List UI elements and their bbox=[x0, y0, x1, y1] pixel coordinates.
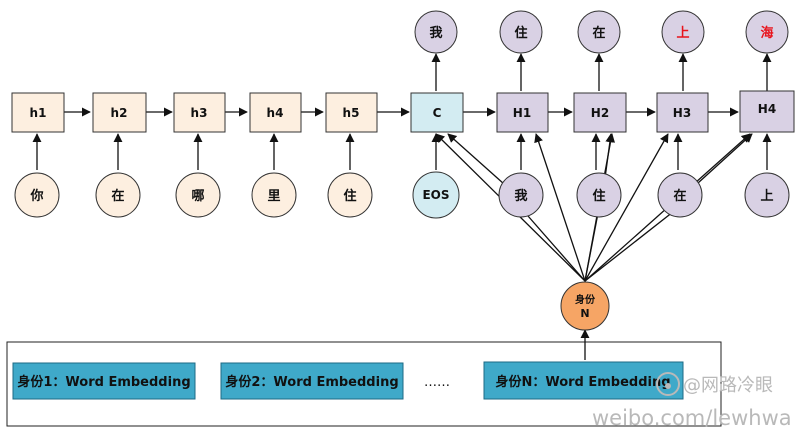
decoder-output-node bbox=[745, 10, 789, 54]
decoder-input-node bbox=[498, 172, 544, 218]
decoder-input-node bbox=[576, 172, 622, 218]
embedding-box bbox=[220, 362, 404, 400]
decoder-output-label: 海 bbox=[760, 25, 773, 41]
decoder-states: H1 H2 H3 H4 bbox=[496, 90, 795, 133]
edge bbox=[584, 133, 669, 282]
edge bbox=[697, 133, 753, 184]
encoder-state-box bbox=[92, 92, 147, 133]
encoder-input-label: 里 bbox=[267, 189, 280, 204]
encoder-state-box bbox=[249, 92, 302, 133]
eos-label: EOS bbox=[422, 188, 449, 202]
weibo-logo-dot bbox=[665, 383, 671, 389]
encoder-states: h1 h2 h3 h4 h5 bbox=[11, 92, 378, 133]
watermark-url: weibo.com/lewhwa bbox=[592, 406, 792, 430]
encoder-state-box bbox=[11, 92, 65, 133]
encoder-input-label: 在 bbox=[111, 188, 124, 204]
decoder-input-label: 我 bbox=[514, 188, 527, 204]
watermark: @网路冷眼 weibo.com/lewhwa bbox=[592, 372, 792, 430]
encoder-state-box bbox=[173, 92, 226, 133]
decoder-state-box bbox=[656, 92, 709, 133]
embedding-label: 身份2：Word Embedding bbox=[225, 374, 398, 390]
edge bbox=[534, 133, 586, 282]
decoder-state-box bbox=[739, 90, 795, 133]
encoder-state-label: h1 bbox=[30, 106, 47, 120]
decoder-inputs: 我 住 在 上 bbox=[498, 172, 790, 218]
edge bbox=[584, 207, 679, 282]
edge bbox=[584, 207, 602, 282]
encoder-input-label: 住 bbox=[343, 188, 356, 204]
encoder-input-node bbox=[95, 172, 141, 218]
edge bbox=[447, 133, 505, 185]
encoder-state-box bbox=[325, 92, 378, 133]
decoder-output-node bbox=[499, 10, 543, 54]
decoder-input-label: 在 bbox=[673, 188, 686, 204]
encoder-input-label: 你 bbox=[29, 188, 43, 204]
encoder-state-label: h4 bbox=[267, 106, 284, 120]
context-label: C bbox=[433, 106, 442, 120]
embedding-label: 身份1：Word Embedding bbox=[17, 374, 190, 390]
embeddings: 身份1：Word Embedding 身份2：Word Embedding ……… bbox=[12, 361, 684, 400]
identity-label-line1: 身份 bbox=[575, 293, 596, 306]
encoder-state-label: h2 bbox=[111, 106, 128, 120]
decoder-state-label: H1 bbox=[513, 106, 531, 120]
eos-node bbox=[412, 171, 460, 219]
decoder-state-label: H3 bbox=[673, 106, 691, 120]
embedding-box bbox=[12, 362, 196, 400]
identity-label-line2: N bbox=[580, 307, 589, 320]
decoder-state-label: H4 bbox=[758, 102, 776, 116]
decoder-output-label: 上 bbox=[676, 26, 689, 41]
decoder-output-node bbox=[661, 10, 705, 54]
encoder-input-node bbox=[251, 172, 297, 218]
identity-node bbox=[560, 281, 610, 331]
decoder-output-label: 住 bbox=[514, 25, 527, 41]
edges bbox=[32, 53, 772, 360]
decoder-input-node bbox=[744, 172, 790, 218]
decoder-input-label: 上 bbox=[760, 189, 773, 204]
outputs: 我 住 在 上 海 bbox=[414, 10, 789, 54]
encoder-input-node bbox=[327, 172, 373, 218]
context-output-label: 我 bbox=[429, 25, 442, 41]
encoder-input-label: 哪 bbox=[191, 189, 204, 204]
decoder-output-label: 在 bbox=[592, 25, 605, 41]
edge bbox=[520, 207, 586, 282]
decoder-output-node bbox=[577, 10, 621, 54]
decoder-input-label: 住 bbox=[592, 188, 605, 204]
decoder-state-box bbox=[573, 92, 627, 133]
encoder-input-node bbox=[175, 172, 221, 218]
embedding-box bbox=[483, 361, 684, 400]
decoder-input-node bbox=[657, 172, 703, 218]
encoder-inputs: 你 在 哪 里 住 bbox=[14, 172, 373, 218]
encoder-state-label: h5 bbox=[343, 106, 360, 120]
watermark-handle: @网路冷眼 bbox=[683, 375, 773, 396]
context-output-node bbox=[414, 10, 458, 54]
embedding-label: 身份N：Word Embedding bbox=[495, 374, 670, 390]
decoder-state-box bbox=[496, 92, 549, 133]
encoder-state-label: h3 bbox=[191, 106, 208, 120]
encoder-input-node bbox=[14, 172, 60, 218]
decoder-state-label: H2 bbox=[591, 106, 609, 120]
ellipsis: …… bbox=[424, 375, 450, 390]
weibo-logo-icon bbox=[656, 372, 680, 396]
context-box bbox=[410, 92, 464, 133]
